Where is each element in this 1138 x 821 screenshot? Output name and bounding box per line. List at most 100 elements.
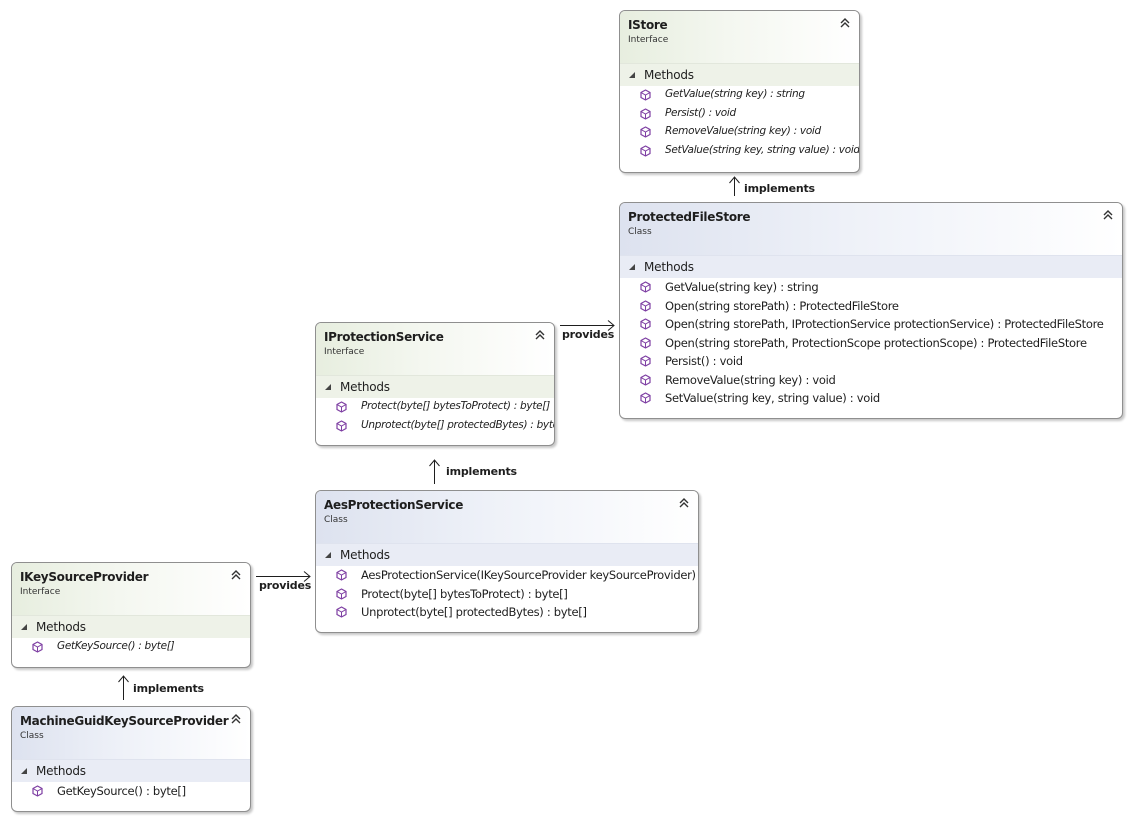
methods-section-header[interactable]: Methods (316, 543, 698, 566)
type-box-aesprotectionservice[interactable]: AesProtectionService Class Methods AesPr… (315, 490, 699, 633)
relation-label-implements: implements (744, 182, 815, 195)
double-chevron-up-icon[interactable] (839, 17, 851, 29)
type-kind: Interface (628, 35, 669, 45)
section-label: Methods (36, 764, 86, 778)
triangle-expanded-icon[interactable] (325, 384, 331, 390)
method-signature: Open(string storePath, IProtectionServic… (665, 317, 1104, 331)
method-cube-icon (640, 373, 651, 386)
method-item[interactable]: Open(string storePath, ProtectionScope p… (620, 334, 1122, 353)
type-header: IProtectionService Interface (316, 323, 554, 375)
method-item[interactable]: Open(string storePath, IProtectionServic… (620, 315, 1122, 334)
type-header: IStore Interface (620, 11, 859, 63)
method-cube-icon (640, 299, 651, 312)
relation-label-provides: provides (259, 579, 312, 592)
methods-section-header[interactable]: Methods (620, 255, 1122, 278)
type-kind: Class (324, 515, 348, 525)
method-list: GetKeySource() : byte[] (12, 782, 250, 801)
method-item[interactable]: RemoveValue(string key) : void (620, 123, 859, 142)
method-item[interactable]: Protect(byte[] bytesToProtect) : byte[] (316, 585, 698, 604)
method-item[interactable]: Persist() : void (620, 352, 1122, 371)
methods-section-header[interactable]: Methods (316, 375, 554, 398)
section-label: Methods (340, 548, 390, 562)
type-kind: Class (628, 227, 652, 237)
method-item[interactable]: RemoveValue(string key) : void (620, 371, 1122, 390)
double-chevron-up-icon[interactable] (678, 497, 690, 509)
provides-arrow-iprotectionservice-protectedfilestore (560, 320, 615, 331)
triangle-expanded-icon[interactable] (21, 768, 27, 774)
method-cube-icon (336, 569, 347, 581)
method-list: Protect(byte[] bytesToProtect) : byte[] … (316, 398, 554, 435)
double-chevron-up-icon[interactable] (1102, 209, 1114, 221)
method-cube-icon (640, 144, 651, 157)
method-signature: GetKeySource() : byte[] (57, 640, 175, 652)
type-name: IProtectionService (324, 330, 444, 344)
implements-arrow-machineguid-ikeysourceprovider (118, 675, 129, 700)
type-header: MachineGuidKeySourceProvider Class (12, 707, 250, 759)
type-box-machineguidkeysourceprovider[interactable]: MachineGuidKeySourceProvider Class Metho… (11, 706, 251, 812)
type-box-ikeysourceprovider[interactable]: IKeySourceProvider Interface Methods Get… (11, 562, 251, 668)
type-name: IStore (628, 18, 668, 32)
method-cube-icon (640, 336, 651, 349)
method-item[interactable]: GetValue(string key) : string (620, 86, 859, 105)
triangle-expanded-icon[interactable] (21, 624, 27, 630)
section-label: Methods (340, 380, 390, 394)
triangle-expanded-icon[interactable] (629, 264, 635, 270)
method-cube-icon (336, 606, 347, 618)
double-chevron-up-icon[interactable] (230, 713, 242, 725)
method-item[interactable]: SetValue(string key, string value) : voi… (620, 142, 859, 161)
method-signature: GetValue(string key) : string (665, 88, 805, 100)
method-signature: GetKeySource() : byte[] (57, 784, 186, 798)
methods-section-header[interactable]: Methods (12, 759, 250, 782)
type-kind: Class (20, 731, 44, 741)
method-list: GetValue(string key) : string Persist() … (620, 86, 859, 160)
type-kind: Interface (324, 347, 365, 357)
method-item[interactable]: Open(string storePath) : ProtectedFileSt… (620, 297, 1122, 316)
method-item[interactable]: Unprotect(byte[] protectedBytes) : byte[… (316, 417, 554, 436)
type-name: MachineGuidKeySourceProvider (20, 714, 229, 728)
method-item[interactable]: Protect(byte[] bytesToProtect) : byte[] (316, 398, 554, 417)
type-header: IKeySourceProvider Interface (12, 563, 250, 615)
type-name: AesProtectionService (324, 498, 464, 512)
method-signature: Open(string storePath, ProtectionScope p… (665, 335, 1087, 350)
section-label: Methods (644, 68, 694, 82)
type-name: IKeySourceProvider (20, 570, 149, 584)
relation-label-provides: provides (562, 328, 615, 341)
method-cube-icon (640, 281, 651, 293)
method-cube-icon (336, 401, 347, 413)
method-signature: RemoveValue(string key) : void (665, 125, 821, 137)
triangle-expanded-icon[interactable] (629, 72, 635, 78)
relation-label-implements: implements (133, 682, 204, 695)
method-item[interactable]: Persist() : void (620, 105, 859, 124)
methods-section-header[interactable]: Methods (12, 615, 250, 638)
triangle-expanded-icon[interactable] (325, 552, 331, 558)
implements-arrow-protectedfilestore-istore (729, 176, 740, 196)
method-item[interactable]: GetKeySource() : byte[] (12, 638, 250, 657)
method-cube-icon (640, 89, 651, 101)
method-list: AesProtectionService(IKeySourceProvider … (316, 566, 698, 622)
method-item[interactable]: Unprotect(byte[] protectedBytes) : byte[… (316, 603, 698, 622)
type-kind: Interface (20, 587, 61, 597)
method-signature: Persist() : void (665, 106, 736, 119)
method-signature: GetValue(string key) : string (665, 280, 819, 294)
method-item[interactable]: GetValue(string key) : string (620, 278, 1122, 297)
method-list: GetValue(string key) : string Open(strin… (620, 278, 1122, 408)
method-cube-icon (640, 392, 651, 404)
type-box-iprotectionservice[interactable]: IProtectionService Interface Methods Pro… (315, 322, 555, 446)
type-box-istore[interactable]: IStore Interface Methods GetValue(string… (619, 10, 860, 173)
type-name: ProtectedFileStore (628, 210, 751, 224)
method-signature: Persist() : void (665, 354, 743, 368)
method-item[interactable]: AesProtectionService(IKeySourceProvider … (316, 566, 698, 585)
type-box-protectedfilestore[interactable]: ProtectedFileStore Class Methods GetValu… (619, 202, 1123, 419)
double-chevron-up-icon[interactable] (230, 569, 242, 581)
method-signature: Unprotect(byte[] protectedBytes) : byte[… (361, 418, 555, 431)
method-cube-icon (336, 419, 347, 432)
methods-section-header[interactable]: Methods (620, 63, 859, 86)
method-cube-icon (640, 355, 651, 367)
double-chevron-up-icon[interactable] (534, 329, 546, 341)
method-cube-icon (32, 785, 43, 797)
method-signature: Unprotect(byte[] protectedBytes) : byte[… (361, 605, 587, 619)
method-item[interactable]: SetValue(string key, string value) : voi… (620, 389, 1122, 408)
method-signature: Open(string storePath) : ProtectedFileSt… (665, 298, 899, 313)
method-item[interactable]: GetKeySource() : byte[] (12, 782, 250, 801)
